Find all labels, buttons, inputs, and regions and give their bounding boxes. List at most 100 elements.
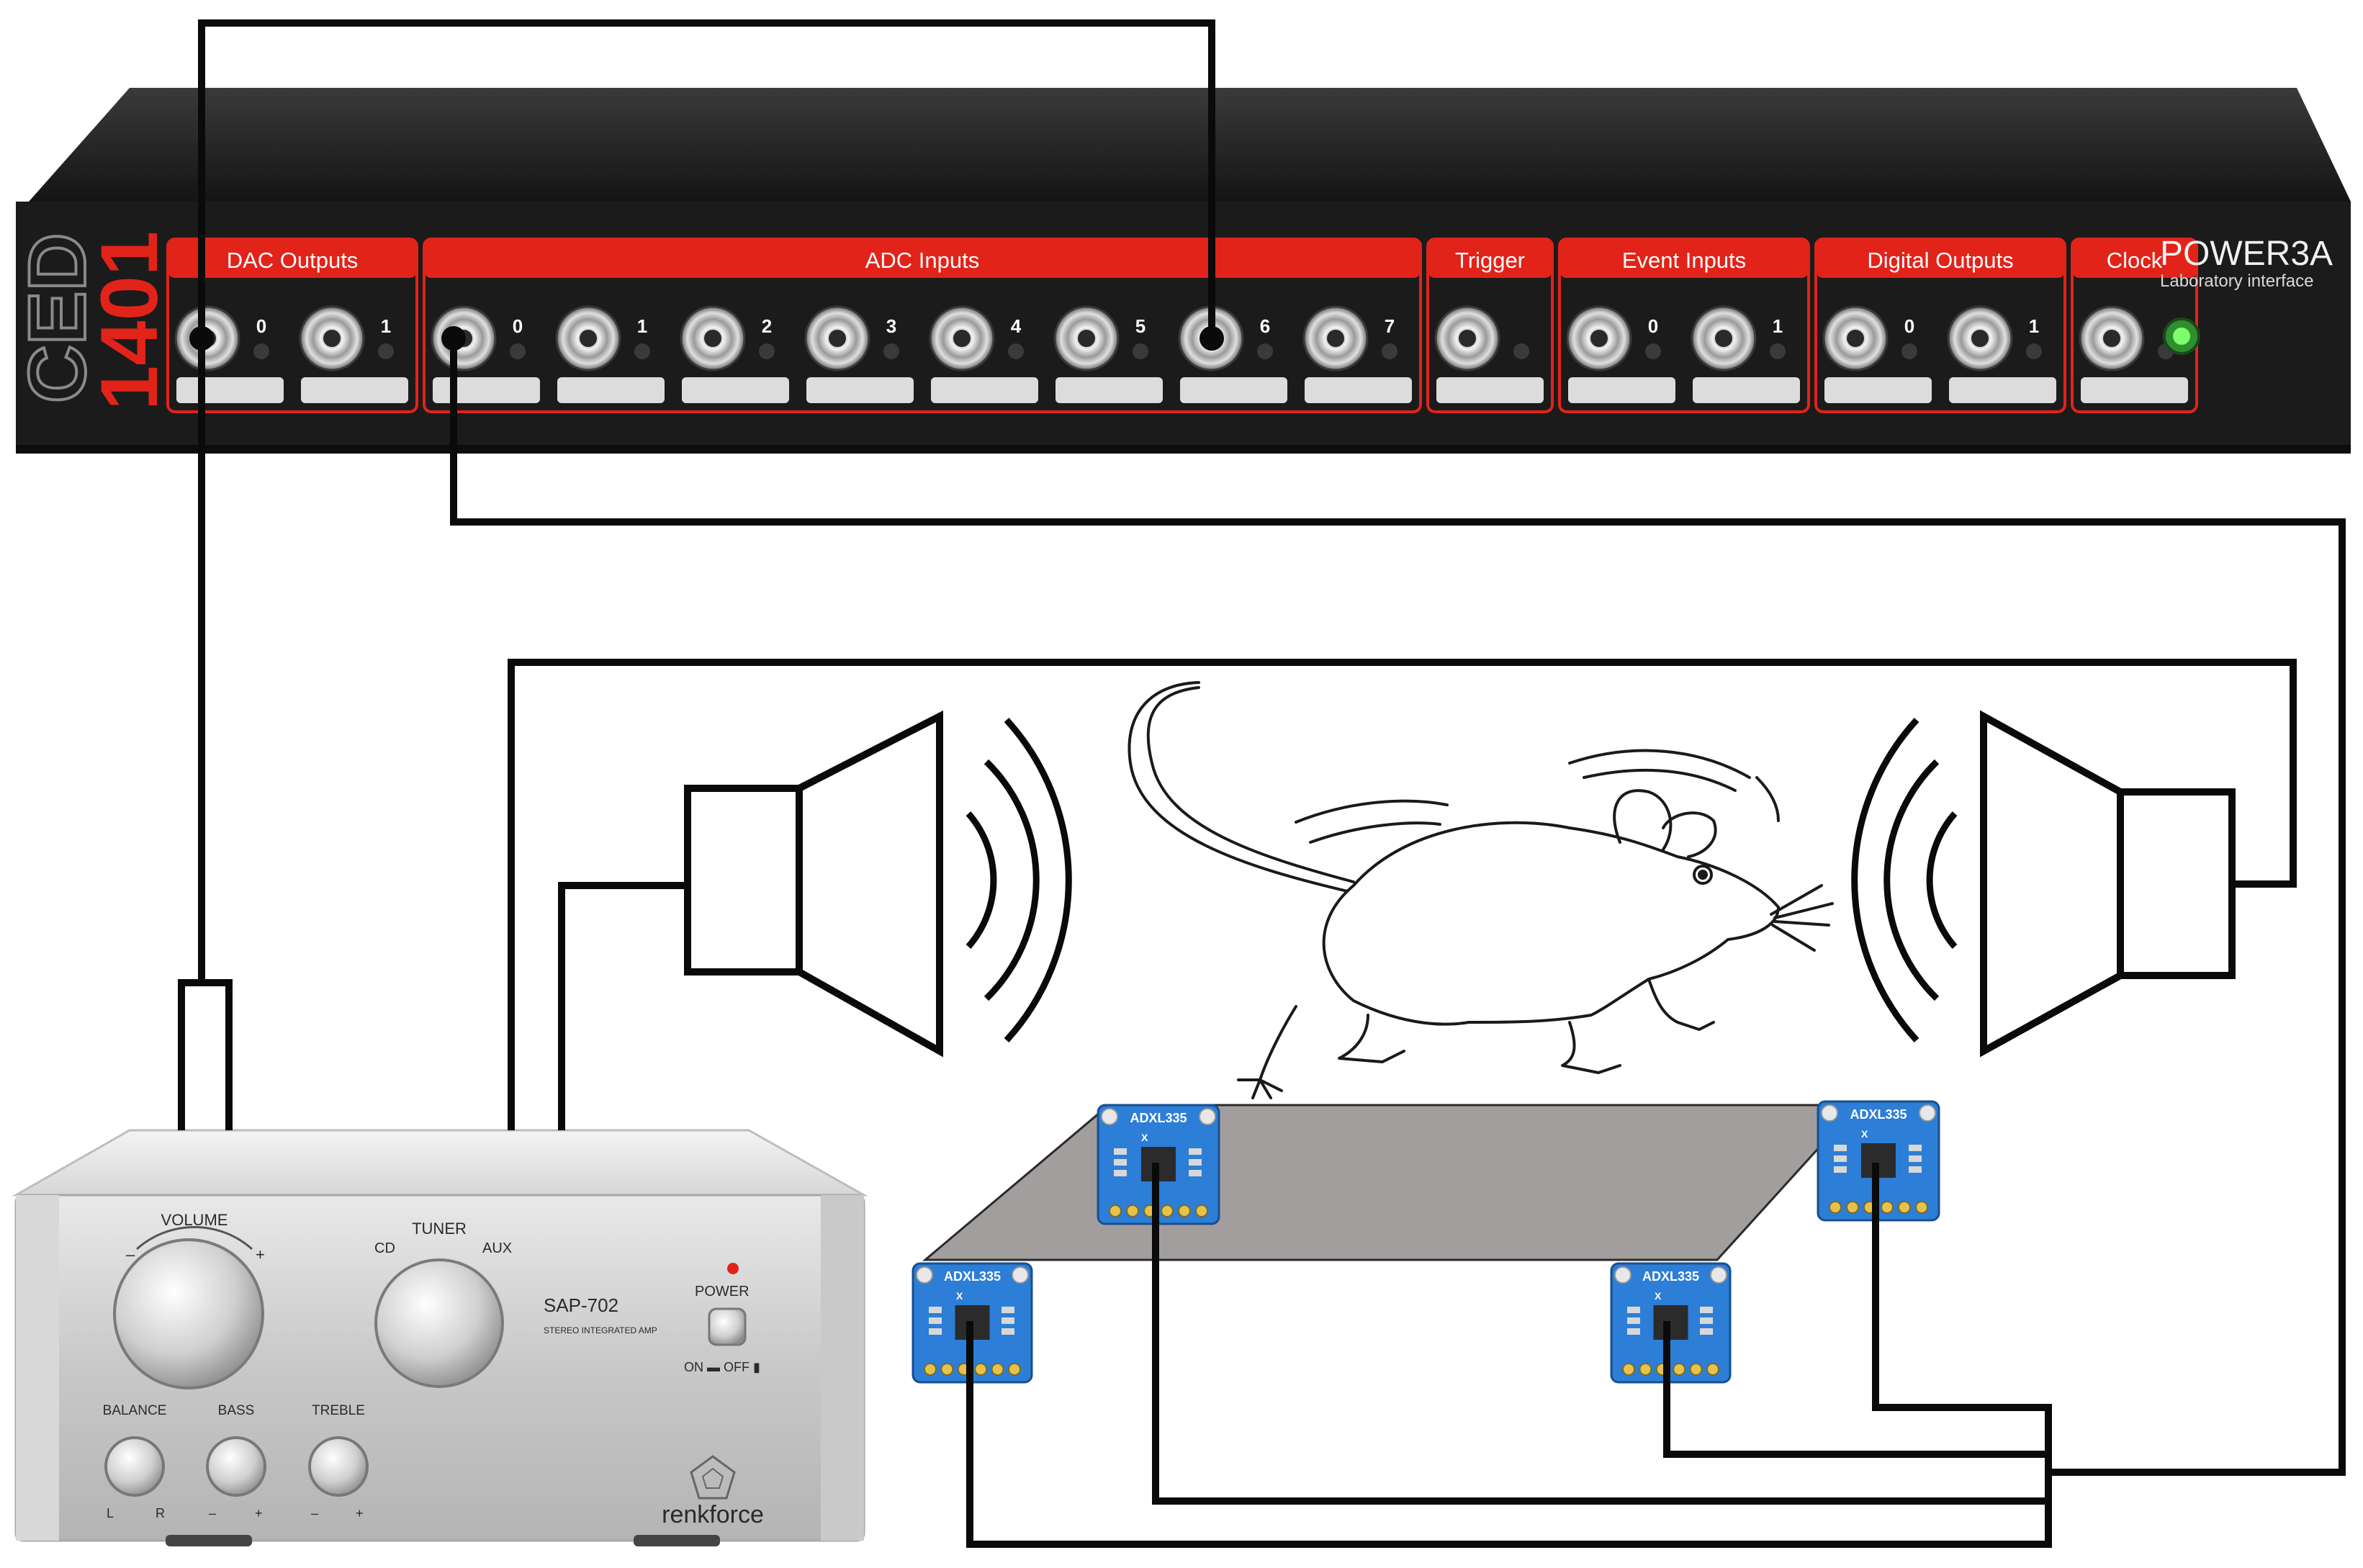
daq-section: Trigger [1426, 238, 1554, 413]
model-subtitle: Laboratory interface [2160, 271, 2313, 291]
channel-label-strip [682, 377, 789, 403]
header-pin [940, 1363, 954, 1376]
channel-label-strip [806, 377, 914, 403]
tuner-knob[interactable] [374, 1258, 504, 1388]
channel-number: 1 [381, 315, 391, 337]
daq-chassis-top [29, 88, 2351, 202]
channel-led [378, 343, 394, 359]
channel-led [1133, 343, 1148, 359]
svg-text:–: – [311, 1506, 318, 1520]
header-pin [1178, 1204, 1191, 1217]
tuner-label: TUNER [412, 1220, 467, 1238]
wire-sensor-bottom-left [966, 1321, 2052, 1548]
channel-led [2026, 343, 2042, 359]
bass-label: BASS [218, 1403, 255, 1418]
sound-wave-icon [966, 717, 1072, 1043]
power-indicator [727, 1263, 739, 1274]
balance-knob[interactable] [104, 1436, 165, 1497]
daq-section: Clock [2071, 238, 2198, 413]
sound-wave-icon [1851, 717, 1958, 1043]
bass-knob[interactable] [206, 1436, 266, 1497]
section-header [424, 239, 1421, 278]
channel-number: 1 [1773, 315, 1783, 337]
channel-led [253, 343, 269, 359]
channel-number: 1 [637, 315, 647, 337]
header-pin [1915, 1201, 1928, 1214]
treble-knob[interactable] [308, 1436, 369, 1497]
channel-number: 0 [1648, 315, 1658, 337]
channel-led [1257, 343, 1273, 359]
channel-led [1382, 343, 1397, 359]
section-label: Trigger [1455, 248, 1525, 273]
wire-adc0-to-sensors [450, 338, 2346, 1476]
channel-led [1008, 343, 1024, 359]
volume-knob[interactable] [113, 1238, 264, 1389]
plug-adc6 [1199, 326, 1224, 351]
channel-led [634, 343, 650, 359]
channel-label-strip [557, 377, 665, 403]
section-header [2072, 239, 2197, 278]
amp-model: SAP-702 [544, 1294, 618, 1316]
header-pin [1639, 1363, 1652, 1376]
channel-number: 3 [886, 315, 896, 337]
svg-text:R: R [156, 1506, 165, 1520]
model-name: POWER3A [2160, 235, 2333, 273]
plug-dac0 [189, 326, 214, 351]
speaker-icon [684, 710, 943, 1058]
power-label: POWER [695, 1284, 750, 1299]
svg-text:+: + [255, 1506, 263, 1520]
channel-led [1645, 343, 1661, 359]
sensor-chip [1653, 1305, 1688, 1340]
speaker-icon [1980, 710, 2236, 1058]
power-button[interactable] [708, 1307, 747, 1346]
wire-dac0-to-adc6 [198, 19, 1215, 338]
channel-label-strip [301, 377, 408, 403]
mount-hole [1821, 1104, 1838, 1122]
sensor-label: ADXL335 [1130, 1111, 1187, 1125]
channel-label-strip [2081, 377, 2188, 403]
amp-model-subtitle: STEREO INTEGRATED AMP [544, 1325, 657, 1335]
channel-number: 6 [1260, 315, 1270, 337]
channel-label-strip [433, 377, 540, 403]
channel-label-strip [1436, 377, 1544, 403]
amplifier: VOLUME – + TUNER CD AUX SAP-702 STEREO I… [12, 1129, 868, 1546]
mount-hole [1710, 1266, 1727, 1284]
tuner-aux: AUX [482, 1240, 512, 1256]
volume-label: VOLUME [161, 1211, 228, 1229]
svg-text:L: L [107, 1506, 114, 1520]
channel-label-strip [1568, 377, 1675, 403]
mount-hole [916, 1266, 933, 1284]
header-pin [1195, 1204, 1208, 1217]
brand-letters: CED [12, 233, 102, 403]
section-header [1816, 239, 2065, 278]
amp-top-panel [12, 1129, 868, 1197]
treble-label: TREBLE [312, 1403, 365, 1418]
wire-amp-to-right-speaker [508, 659, 2297, 1130]
axis-mark: X [1141, 1132, 1148, 1143]
section-label: ADC Inputs [865, 248, 980, 273]
header-pin [1881, 1201, 1894, 1214]
channel-number: 0 [513, 315, 523, 337]
header-pin [1898, 1201, 1911, 1214]
mount-hole [1199, 1108, 1216, 1125]
svg-text:+: + [256, 1245, 265, 1263]
header-pin [1622, 1363, 1635, 1376]
amp-brand: renkforce [662, 1501, 764, 1528]
header-pin [1126, 1204, 1139, 1217]
header-pin [1689, 1363, 1703, 1376]
mount-hole [1614, 1266, 1631, 1284]
brand-model: 1401 [84, 231, 174, 410]
header-pin [1673, 1363, 1686, 1376]
svg-text:–: – [126, 1245, 135, 1263]
wiring [178, 19, 2346, 1548]
channel-led [1513, 343, 1529, 359]
